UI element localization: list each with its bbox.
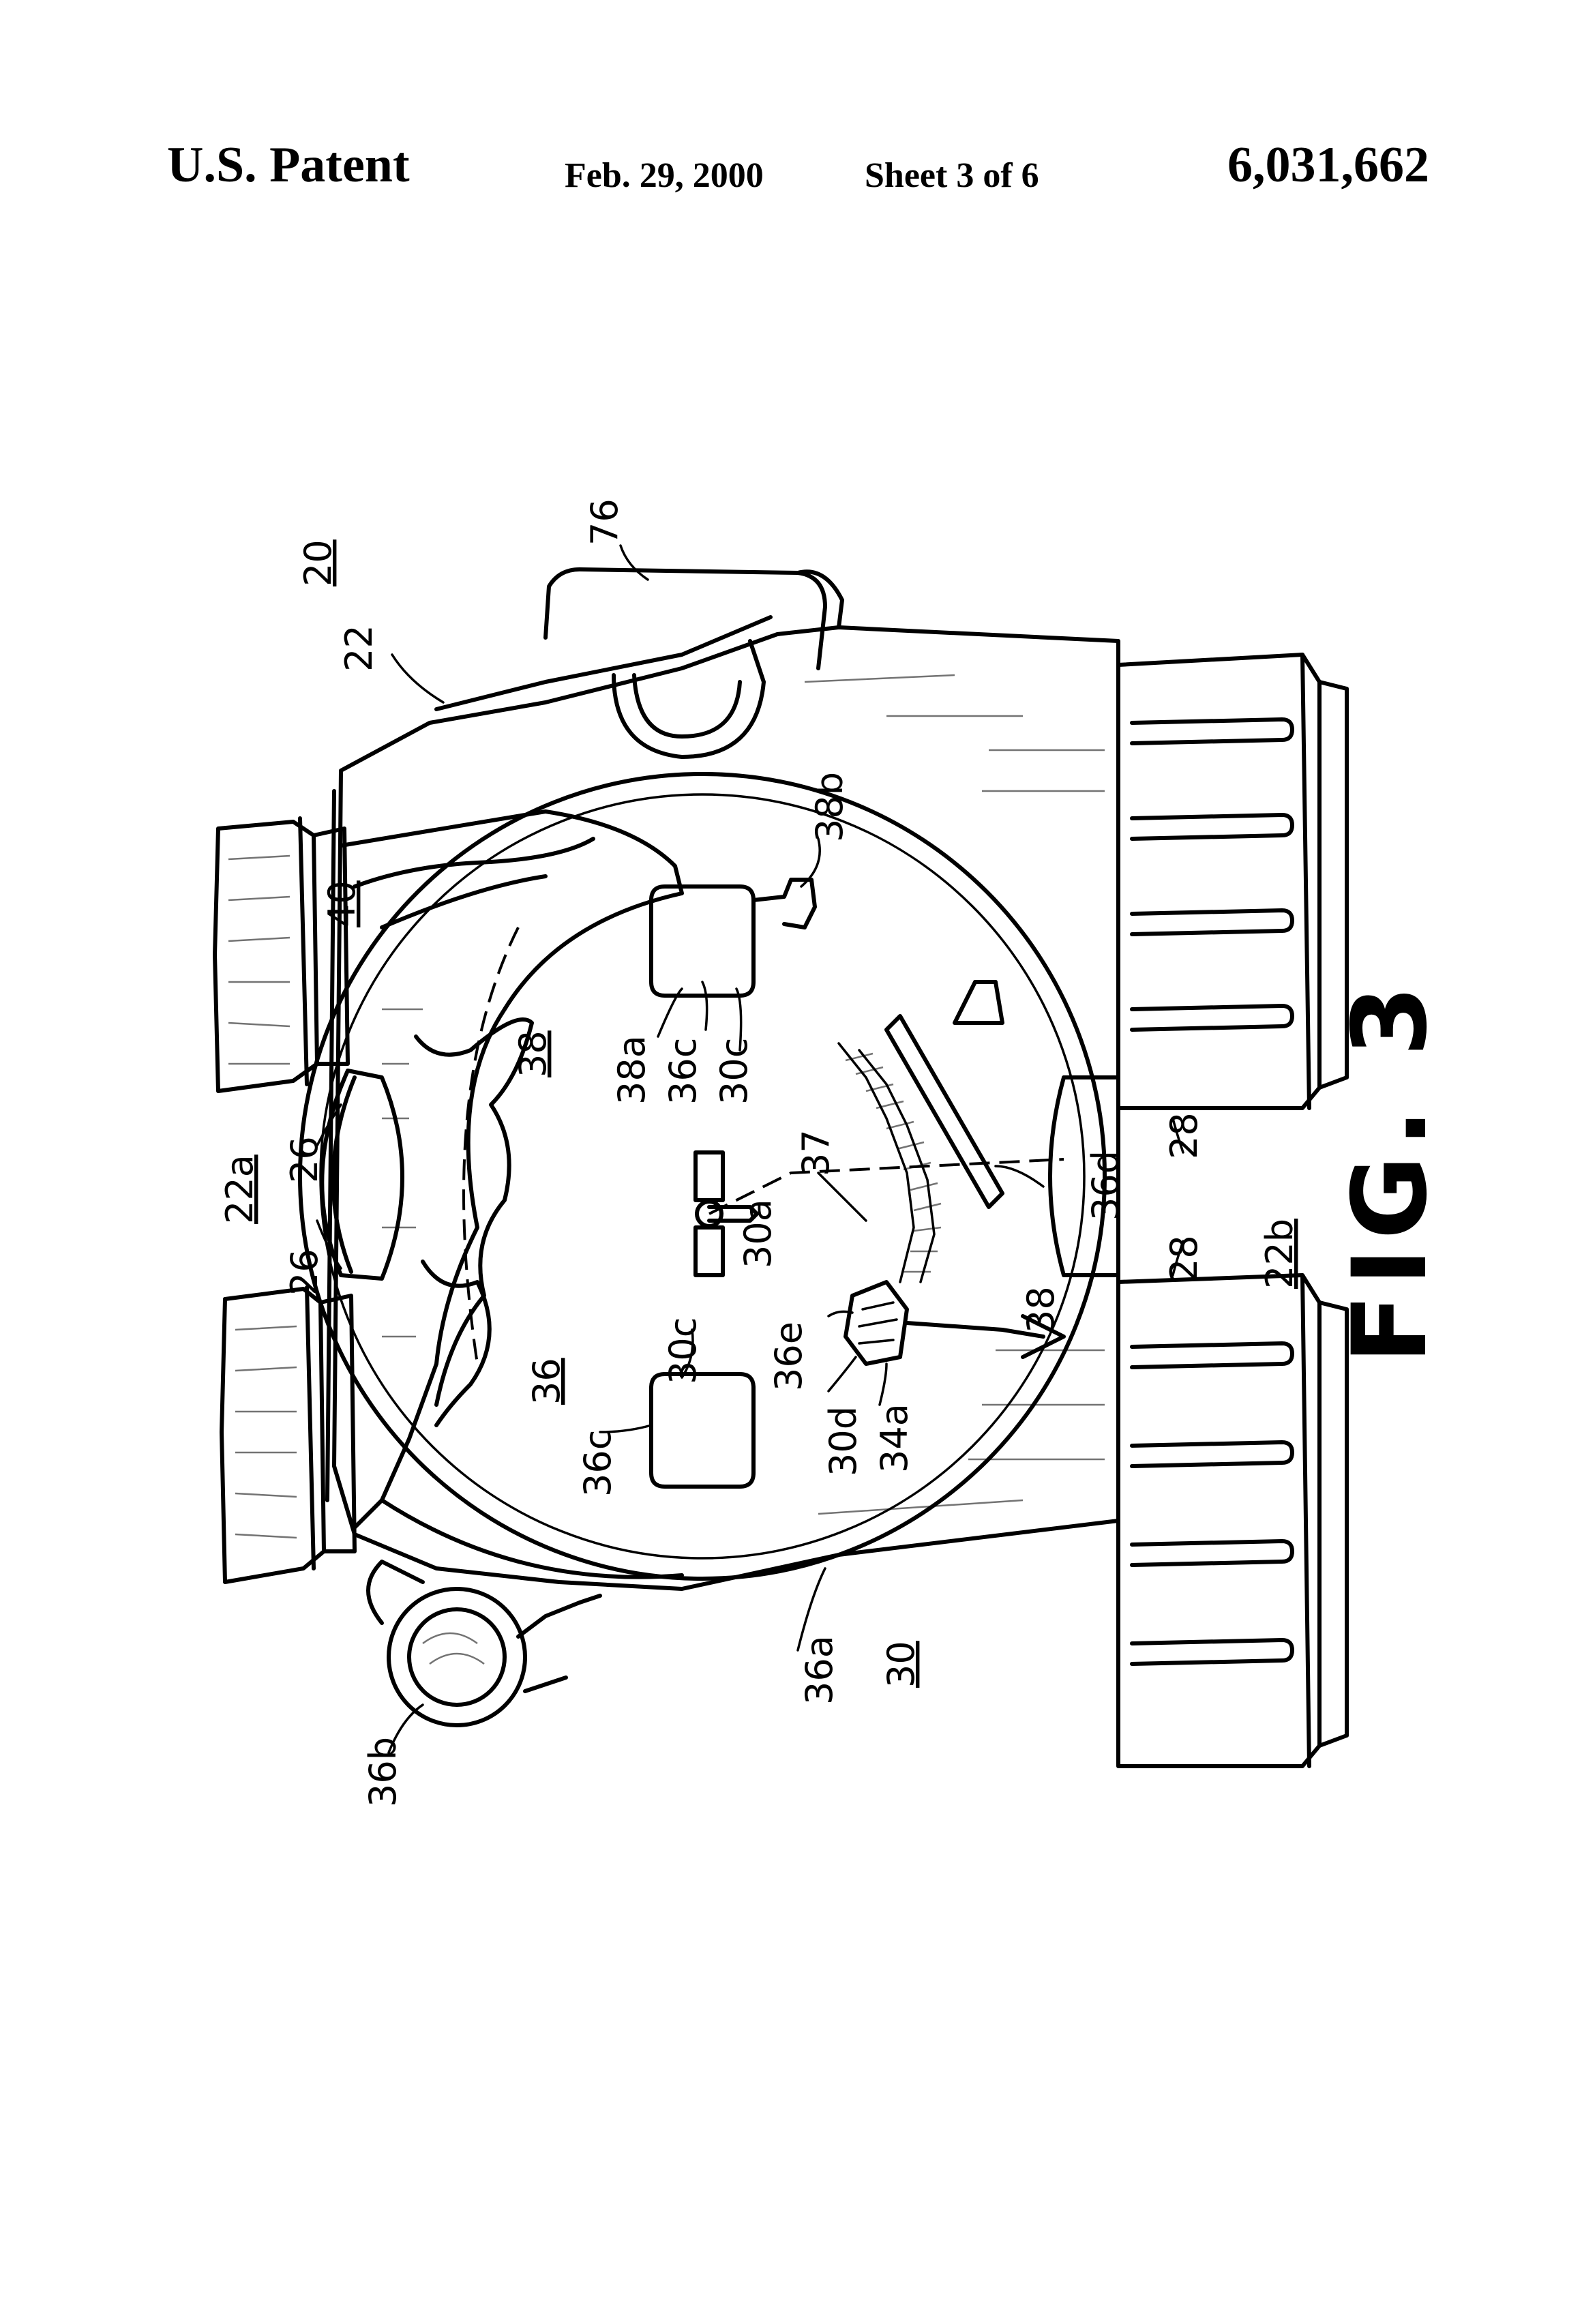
ref-36c-top: 36c: [661, 1038, 704, 1105]
center-pivot: [693, 1150, 1064, 1277]
ref-28-b: 28: [1163, 1235, 1206, 1282]
ref-30c-top: 30c: [713, 1038, 756, 1105]
rotating-disc: [298, 772, 1107, 1581]
ref-36c-bot: 36c: [576, 1430, 619, 1497]
ref-40: 40: [320, 880, 363, 927]
ref-36e: 36e: [767, 1322, 810, 1391]
ref-36: 36: [525, 1358, 568, 1405]
bridge-hinge: [320, 1069, 404, 1281]
ref-38a: 38a: [610, 1035, 653, 1105]
sheet-indicator: Sheet 3 of 6: [865, 156, 1039, 195]
objective-barrel-upper: [1116, 653, 1349, 1110]
ref-30a: 30a: [736, 1199, 779, 1268]
ref-26-b: 26: [283, 1249, 326, 1296]
ref-22b: 22b: [1258, 1219, 1301, 1289]
eyepiece-left-upper: [213, 816, 350, 1093]
patent-number: 6,031,662: [1227, 137, 1429, 193]
ref-22: 22: [338, 625, 380, 672]
patent-date: Feb. 29, 2000: [565, 156, 764, 195]
eyepiece-left-lower: [220, 1285, 357, 1584]
top-bump-76: [543, 567, 844, 759]
patent-office-label: U.S. Patent: [167, 137, 410, 193]
window-lower: [649, 1372, 756, 1489]
ref-28-a: 28: [1163, 1112, 1206, 1159]
ref-30c-bot: 30c: [661, 1317, 704, 1384]
ref-38: 38: [511, 1030, 554, 1077]
ref-38b: 38b: [808, 772, 851, 842]
leader-lines: [316, 544, 1184, 1754]
focus-knob-36b: [366, 1560, 602, 1727]
slot-36d: [884, 980, 1004, 1209]
ref-30: 30: [880, 1641, 923, 1688]
figure-caption: FIG. 3: [1331, 977, 1450, 1364]
ref-34a: 34a: [873, 1403, 916, 1473]
ref-36a: 36a: [798, 1635, 841, 1705]
objective-barrel-lower: [1116, 1273, 1349, 1768]
spring-37: [837, 1042, 942, 1283]
ref-76: 76: [583, 498, 626, 546]
reference-labels: 20 22 76 40 38b 38 38a 36c 30c 26 22a 26…: [218, 498, 1301, 1807]
ref-36b: 36b: [361, 1737, 404, 1807]
window-upper: [649, 878, 817, 998]
ref-38-arrow: 38: [1019, 1286, 1062, 1333]
ref-30d: 30d: [822, 1406, 865, 1476]
ref-26-a: 26: [283, 1136, 326, 1183]
ref-22a: 22a: [218, 1154, 261, 1224]
latch-mechanism: [844, 1280, 1066, 1366]
ref-37: 37: [794, 1129, 837, 1176]
ref-36d: 36d: [1084, 1150, 1127, 1221]
ref-20: 20: [297, 539, 340, 586]
